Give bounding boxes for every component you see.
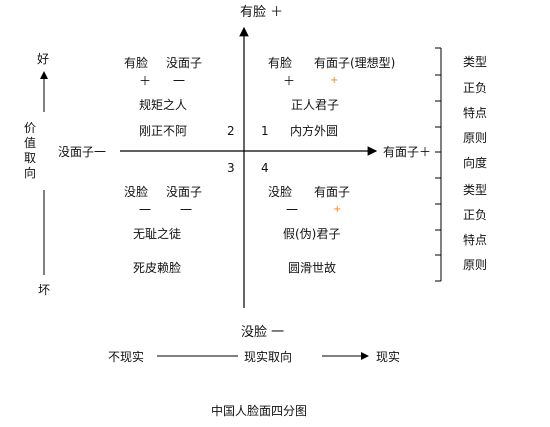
br-mianzi-sign: +	[333, 204, 342, 215]
br-feature: 圆滑世故	[288, 261, 337, 275]
axis-top-label: 有脸 ＋	[240, 5, 284, 20]
bl-type: 无耻之徒	[133, 227, 182, 241]
br-face-label: 没脸	[268, 185, 293, 199]
tl-face-label: 有脸	[124, 56, 149, 70]
quadrant-number-3: 3	[227, 161, 235, 175]
bracket-label-principle-2: 原则	[463, 258, 488, 272]
br-type: 假(伪)君子	[283, 227, 341, 241]
bracket-label-dimension: 向度	[463, 156, 488, 170]
axis-bottom-label: 没脸 一	[241, 325, 285, 340]
bracket-label-type-2: 类型	[463, 183, 488, 197]
value-bad-label: 坏	[38, 283, 51, 297]
bl-feature: 死皮赖脸	[133, 261, 182, 275]
quadrant-number-2: 2	[227, 124, 235, 138]
axis-left-label: 没面子一	[58, 145, 107, 159]
reality-unreal-label: 不现实	[108, 350, 145, 364]
bracket-label-feature-2: 特点	[463, 233, 488, 247]
reality-real-label: 现实	[376, 350, 401, 364]
axis-right-label: 有面子＋	[383, 145, 432, 159]
tr-mianzi-label: 有面子(理想型)	[314, 56, 396, 70]
bracket-label-sign-2: 正负	[463, 208, 488, 222]
tl-mianzi-sign: 一	[173, 74, 186, 88]
quadrant-number-1: 1	[261, 124, 269, 138]
tl-mianzi-label: 没面子	[166, 56, 203, 70]
bl-mianzi-label: 没面子	[166, 185, 203, 199]
bl-mianzi-sign: 一	[180, 203, 193, 217]
tl-feature: 刚正不阿	[139, 124, 188, 138]
bracket-label-feature-1: 特点	[463, 106, 488, 120]
tr-mianzi-sign: +	[330, 75, 339, 86]
tl-type: 规矩之人	[139, 98, 188, 112]
tr-face-sign: ＋	[283, 74, 296, 88]
value-orientation-label: 价值取向	[24, 121, 37, 180]
quadrant-number-4: 4	[261, 161, 269, 175]
bracket-label-sign-1: 正负	[463, 81, 488, 95]
tr-type: 正人君子	[291, 98, 340, 112]
tl-face-sign: ＋	[139, 74, 152, 88]
figure-caption: 中国人脸面四分图	[211, 404, 308, 418]
br-face-sign: 一	[286, 203, 299, 217]
bl-face-label: 没脸	[124, 185, 149, 199]
tr-feature: 内方外圆	[290, 124, 339, 138]
tr-face-label: 有脸	[268, 56, 293, 70]
value-good-label: 好	[37, 52, 50, 66]
bracket-label-principle-1: 原则	[463, 131, 488, 145]
br-mianzi-label: 有面子	[314, 185, 351, 199]
bl-face-sign: 一	[139, 203, 152, 217]
reality-orientation-label: 现实取向	[244, 350, 293, 364]
bracket-label-type-1: 类型	[463, 55, 488, 69]
